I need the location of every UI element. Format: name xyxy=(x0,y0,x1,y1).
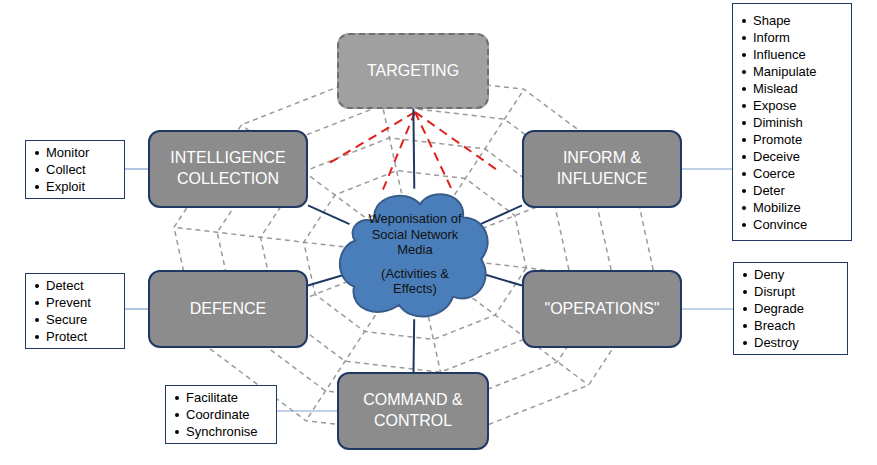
spoke-connector xyxy=(485,275,522,286)
leader-connector xyxy=(682,308,733,309)
leader-connector xyxy=(125,168,148,169)
cloud-text: Weponisation of Social Network Media xyxy=(363,211,467,258)
task-list: MonitorCollectExploit xyxy=(25,140,125,199)
box-label: COMMAND & CONTROL xyxy=(347,390,479,432)
spoke-connector xyxy=(308,205,350,224)
list-item: Promote xyxy=(739,131,802,148)
box-label: INFORM & INFLUENCE xyxy=(532,148,672,190)
red-dashed-line xyxy=(415,112,452,190)
list-item: Destroy xyxy=(740,334,799,351)
box-label: "OPERATIONS" xyxy=(544,299,659,320)
list-item: Secure xyxy=(32,311,87,328)
cloud-text: (Activities & Effects) xyxy=(363,266,467,297)
function-box: "OPERATIONS" xyxy=(522,270,682,348)
spoke-connector xyxy=(308,275,345,286)
list-item: Inform xyxy=(739,29,790,46)
list-item: Coerce xyxy=(739,165,795,182)
task-list: FacilitateCoordinateSynchronise xyxy=(165,385,277,444)
box-label: DEFENCE xyxy=(190,299,266,320)
list-item: Convince xyxy=(739,216,807,233)
list-item: Synchronise xyxy=(172,423,258,440)
list-item: Detect xyxy=(32,277,84,294)
targeting-box: TARGETING xyxy=(337,33,489,109)
spoke-connector xyxy=(481,205,523,224)
spoke-connector xyxy=(413,319,416,372)
list-item: Shape xyxy=(739,12,791,29)
list-item: Breach xyxy=(740,317,795,334)
list-item: Disrupt xyxy=(740,283,795,300)
list-item: Coordinate xyxy=(172,406,250,423)
leader-connector xyxy=(277,410,337,411)
red-dashed-line xyxy=(382,112,415,192)
red-dashed-line xyxy=(415,112,500,172)
leader-connector xyxy=(125,308,148,309)
web-ring xyxy=(304,171,526,340)
box-label: TARGETING xyxy=(367,61,459,82)
list-item: Deceive xyxy=(739,148,800,165)
list-item: Deny xyxy=(740,266,784,283)
function-box: INTELLIGENCE COLLECTION xyxy=(148,130,308,208)
list-item: Collect xyxy=(32,161,86,178)
list-item: Monitor xyxy=(32,144,89,161)
function-box: DEFENCE xyxy=(148,270,308,348)
list-item: Expose xyxy=(739,97,796,114)
leader-connector xyxy=(682,168,732,169)
function-box: COMMAND & CONTROL xyxy=(337,372,489,450)
list-item: Protect xyxy=(32,328,87,345)
red-dashed-line xyxy=(326,112,415,165)
list-item: Influence xyxy=(739,46,806,63)
list-item: Deter xyxy=(739,182,785,199)
central-cloud: Weponisation of Social Network Media (Act… xyxy=(335,183,495,325)
list-item: Mislead xyxy=(739,80,798,97)
list-item: Facilitate xyxy=(172,389,238,406)
list-item: Prevent xyxy=(32,294,91,311)
list-item: Mobilize xyxy=(739,199,801,216)
list-item: Exploit xyxy=(32,178,85,195)
box-label: INTELLIGENCE COLLECTION xyxy=(158,148,298,190)
task-list: DetectPreventSecureProtect xyxy=(25,273,125,349)
function-box: INFORM & INFLUENCE xyxy=(522,130,682,208)
list-item: Degrade xyxy=(740,300,804,317)
task-list: ShapeInformInfluenceManipulateMisleadExp… xyxy=(732,3,852,241)
list-item: Manipulate xyxy=(739,63,817,80)
cloud-outline xyxy=(340,194,488,316)
spoke-connector xyxy=(412,109,415,189)
list-item: Diminish xyxy=(739,114,803,131)
task-list: DenyDisruptDegradeBreachDestroy xyxy=(733,262,848,355)
